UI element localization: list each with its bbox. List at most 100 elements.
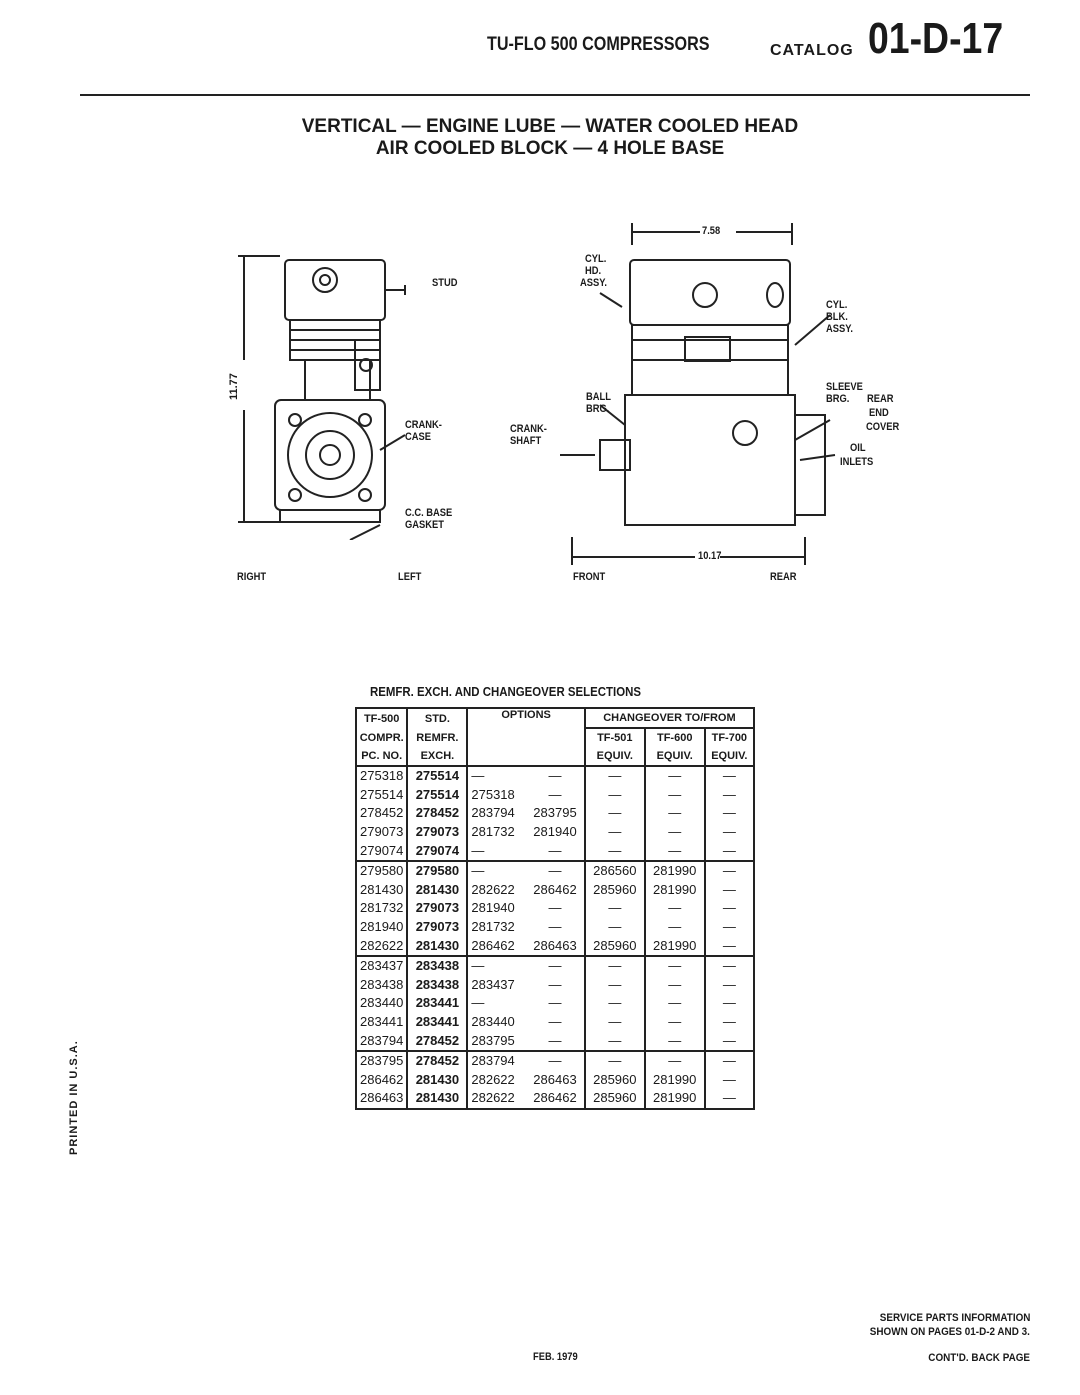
- label-crankshaft-1: CRANK-: [510, 423, 547, 435]
- label-rear-end-cover-2: END: [869, 407, 889, 419]
- label-ball-brg-1: BALL: [586, 391, 611, 403]
- cell-option-1: 281940: [466, 899, 527, 918]
- view-right: RIGHT: [237, 571, 267, 583]
- cell-tf700-equiv: —: [703, 841, 756, 861]
- col-header-tf501-2: EQUIV.: [583, 747, 646, 767]
- col-header-pc-no-2: COMPR.: [354, 728, 409, 747]
- cell-pc-no: 281430: [354, 880, 409, 900]
- view-front: FRONT: [573, 571, 606, 583]
- cell-option-1: —: [466, 765, 527, 786]
- cell-option-1: 275318: [466, 785, 527, 805]
- cell-tf700-equiv: —: [703, 936, 756, 956]
- cell-tf501-equiv: 285960: [583, 1089, 646, 1110]
- cell-option-2: —: [526, 785, 586, 805]
- cell-tf600-equiv: —: [643, 1031, 706, 1051]
- cell-tf501-equiv: 285960: [583, 1070, 646, 1090]
- cell-tf501-equiv: —: [583, 1049, 646, 1071]
- cell-pc-no: 275318: [354, 765, 409, 786]
- cell-option-2: 283795: [526, 804, 586, 823]
- changeover-table: TF-500 STD. OPTIONS CHANGEOVER TO/FROM C…: [354, 707, 756, 1110]
- cell-option-1: 281732: [466, 822, 527, 842]
- cell-tf501-equiv: —: [583, 994, 646, 1013]
- subtitle-line-2: AIR COOLED BLOCK — 4 HOLE BASE: [375, 138, 725, 159]
- label-oil-inlets-2: INLETS: [840, 456, 874, 468]
- cell-tf600-equiv: —: [643, 1049, 706, 1071]
- cell-option-2: —: [526, 899, 586, 918]
- header-rule: [80, 94, 1030, 96]
- cell-pc-no: 281732: [354, 899, 409, 918]
- label-crankcase-2: CASE: [405, 431, 431, 443]
- cell-option-1: 282622: [466, 1089, 527, 1110]
- cell-tf501-equiv: —: [583, 822, 646, 842]
- cell-tf700-equiv: —: [703, 954, 756, 976]
- cell-tf600-equiv: —: [643, 954, 706, 976]
- label-crankshaft-2: SHAFT: [510, 435, 542, 447]
- cell-pc-no: 281940: [354, 917, 409, 937]
- col-header-tf501-1: TF-501: [583, 728, 646, 747]
- cell-tf501-equiv: —: [583, 954, 646, 976]
- cell-tf600-equiv: —: [643, 917, 706, 937]
- cell-remfr-exch: 281430: [406, 1089, 469, 1110]
- label-sleeve-brg-1: SLEEVE: [826, 381, 863, 393]
- label-cyl-hd-1: CYL.: [585, 253, 607, 265]
- cell-option-2: —: [526, 917, 586, 937]
- cell-pc-no: 283441: [354, 1012, 409, 1032]
- cell-option-2: 286463: [526, 936, 586, 956]
- label-gasket-1: C.C. BASE: [405, 507, 453, 519]
- dimension-width-bottom: 10.17: [698, 550, 722, 562]
- printed-in-usa: PRINTED IN U.S.A.: [68, 1040, 80, 1155]
- cell-option-1: —: [466, 954, 527, 976]
- cell-option-2: —: [526, 859, 586, 881]
- cell-remfr-exch: 278452: [406, 1031, 469, 1051]
- cell-tf501-equiv: —: [583, 1031, 646, 1051]
- col-header-tf600-2: EQUIV.: [643, 747, 706, 767]
- cell-remfr-exch: 283438: [406, 975, 469, 995]
- cell-remfr-exch: 281430: [406, 880, 469, 900]
- cell-tf700-equiv: —: [703, 822, 756, 842]
- cell-pc-no: 283440: [354, 994, 409, 1013]
- col-header-tf700-2: EQUIV.: [703, 747, 756, 767]
- cell-pc-no: 279073: [354, 822, 409, 842]
- cell-option-2: —: [526, 1049, 586, 1071]
- cell-pc-no: 283794: [354, 1031, 409, 1051]
- col-header-exch-1: STD.: [406, 707, 469, 728]
- label-crankcase-1: CRANK-: [405, 419, 442, 431]
- col-header-exch-3: EXCH.: [406, 747, 469, 767]
- cell-option-1: 283794: [466, 1049, 527, 1071]
- cell-pc-no: 279074: [354, 841, 409, 861]
- footer-service-info-1: SERVICE PARTS INFORMATION: [879, 1312, 1030, 1324]
- cell-tf700-equiv: —: [703, 1089, 756, 1110]
- cell-remfr-exch: 279073: [406, 917, 469, 937]
- footer-date: FEB. 1979: [533, 1351, 578, 1363]
- footer-continued: CONT'D. BACK PAGE: [928, 1352, 1030, 1364]
- footer-service-info-2: SHOWN ON PAGES 01-D-2 AND 3.: [869, 1326, 1030, 1338]
- cell-tf600-equiv: 281990: [643, 1089, 706, 1110]
- cell-option-1: —: [466, 841, 527, 861]
- cell-option-2: —: [526, 1012, 586, 1032]
- view-left: LEFT: [398, 571, 422, 583]
- cell-tf501-equiv: —: [583, 785, 646, 805]
- cell-tf700-equiv: —: [703, 765, 756, 786]
- cell-tf700-equiv: —: [703, 804, 756, 823]
- cell-tf501-equiv: —: [583, 841, 646, 861]
- cell-tf600-equiv: 281990: [643, 936, 706, 956]
- cell-option-2: 286462: [526, 1089, 586, 1110]
- cell-option-2: 286463: [526, 1070, 586, 1090]
- cell-pc-no: 279580: [354, 859, 409, 881]
- cell-pc-no: 278452: [354, 804, 409, 823]
- label-cyl-blk-3: ASSY.: [826, 323, 854, 335]
- cell-tf501-equiv: 286560: [583, 859, 646, 881]
- cell-tf501-equiv: —: [583, 804, 646, 823]
- cell-remfr-exch: 279073: [406, 822, 469, 842]
- cell-tf700-equiv: —: [703, 917, 756, 937]
- cell-tf501-equiv: —: [583, 917, 646, 937]
- table-title: REMFR. EXCH. AND CHANGEOVER SELECTIONS: [370, 684, 641, 699]
- cell-tf600-equiv: 281990: [643, 859, 706, 881]
